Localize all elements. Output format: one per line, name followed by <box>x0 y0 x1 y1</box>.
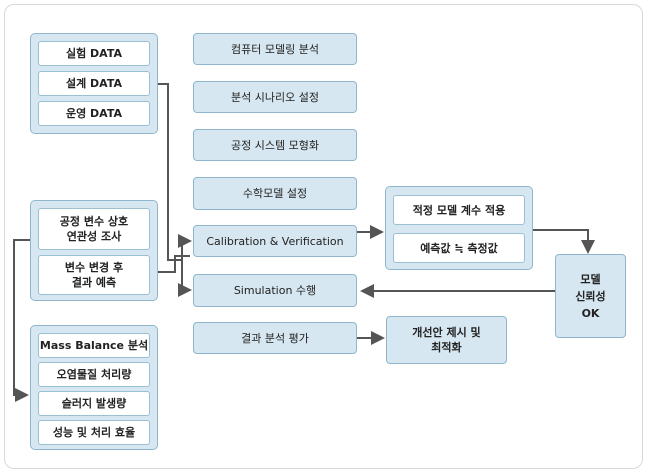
arrow-to-calibration <box>178 234 192 260</box>
predicted-vs-measured-box: 예측값 ≒ 측정값 <box>393 233 525 263</box>
input-data-group: 실험 DATA 설계 DATA 운영 DATA <box>30 33 158 134</box>
model-reliability-ok-box: 모델 신뢰성 OK <box>555 254 626 338</box>
process-model-step: 공정 시스템 모형화 <box>193 129 357 161</box>
experiment-data-box: 실험 DATA <box>38 41 150 66</box>
sludge-production-box: 슬러지 발생량 <box>38 391 150 416</box>
arrow-group-to-modelok <box>533 229 595 254</box>
result-prediction-box: 변수 변경 후 결과 예측 <box>38 255 150 295</box>
modeling-step: 컴퓨터 모델링 분석 <box>193 33 357 65</box>
math-model-step: 수학모델 설정 <box>193 177 357 210</box>
analysis-group: 공정 변수 상호 연관성 조사 변수 변경 후 결과 예측 <box>30 200 158 301</box>
arrow-to-simulation <box>178 260 192 297</box>
design-data-box: 설계 DATA <box>38 71 150 96</box>
arrow-analysis-to-flow <box>158 255 190 273</box>
operation-data-box: 운영 DATA <box>38 101 150 126</box>
performance-efficiency-box: 성능 및 처리 효율 <box>38 420 150 445</box>
pollutant-removal-box: 오염물질 처리량 <box>38 362 150 387</box>
variable-correlation-box: 공정 변수 상호 연관성 조사 <box>38 208 150 250</box>
scenario-step: 분석 시나리오 설정 <box>193 81 357 113</box>
simulation-step: Simulation 수행 <box>193 274 357 307</box>
evaluation-step: 결과 분석 평가 <box>193 322 357 354</box>
calibration-step: Calibration & Verification <box>193 225 357 257</box>
mass-balance-box: Mass Balance 분석 <box>38 333 150 358</box>
arrow-inputs-to-flow <box>157 83 182 261</box>
calibration-group: 적정 모델 계수 적용 예측값 ≒ 측정값 <box>385 186 533 270</box>
improvement-box: 개선안 제시 및 최적화 <box>386 316 507 364</box>
arrow-analysis-to-output <box>13 239 30 402</box>
model-coefficient-box: 적정 모델 계수 적용 <box>393 195 525 225</box>
output-group: Mass Balance 분석 오염물질 처리량 슬러지 발생량 성능 및 처리… <box>30 325 158 450</box>
